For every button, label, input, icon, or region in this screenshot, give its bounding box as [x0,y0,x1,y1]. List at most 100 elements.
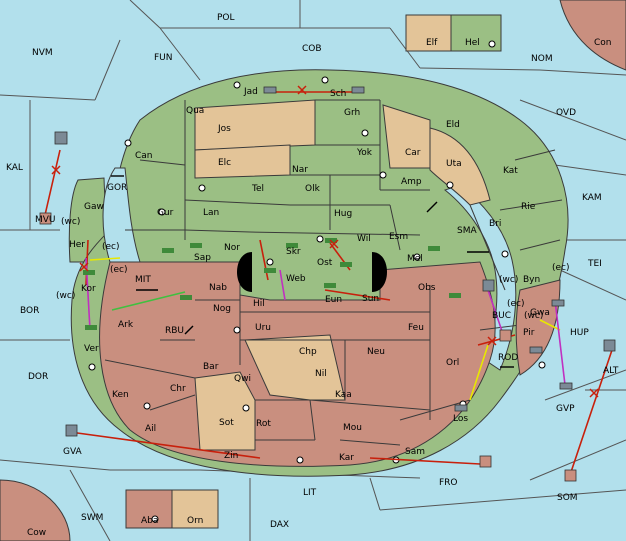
territory-elc[interactable] [194,144,291,179]
territory-gwa-pir[interactable] [515,279,561,376]
red-label-gwa-16: Gwa [530,308,550,318]
green-label-her-29: Her [69,240,85,250]
green-label-jos-5: Jos [217,124,231,134]
green-label-hug-18: Hug [334,209,352,219]
sea-label-som-24: SOM [557,493,578,503]
red-label-rot-27: Rot [256,419,271,429]
green-label-sch-1: Sch [330,89,346,99]
green-label-car-7: Car [405,148,421,158]
green-label-gaw-28: Gaw [84,202,104,212]
sea-label-gva-21: GVA [63,447,83,457]
sea-label-mit-12: MIT [135,275,151,285]
green-label-bri-20: Bri [489,219,501,229]
red-label-kar-30: Kar [339,453,354,463]
army-units [39,131,616,482]
red-label-mou-28: Mou [343,423,362,433]
sea-label-bor-14: BOR [20,306,39,316]
red-label-ver-12: Ver [84,344,99,354]
green-label-mel-26: Mel [407,254,423,264]
sea-sma-rod [443,184,517,371]
red-label-neu-14: Neu [367,347,385,357]
sea-label-mvu-11: MVU [35,215,56,225]
coast-label-ec-1: (ec) [102,242,120,252]
red-label-hil-2: Hil [253,299,265,309]
red-label-web-0: Web [286,274,306,284]
legend-label-bottom-left: Aba [141,516,158,526]
green-label-can-4: Can [135,151,153,161]
coast-label-wc-0: (wc) [61,217,80,227]
strait-east [372,252,387,292]
coast-label-wc-7: (wc) [524,311,543,321]
red-label-nab-6: Nab [209,283,227,293]
sea-label-pol-0: POL [217,13,235,23]
coast-labels: (wc) (ec) (ec) (wc) (wc) (ec) (ec) (wc) [56,217,570,321]
sea-label-dax-27: DAX [270,520,289,530]
sea-label-kal-7: KAL [6,163,23,173]
sea-label-nvm-3: NVM [32,48,53,58]
sea-label-nom-4: NOM [531,54,553,64]
red-label-kor-8: Kor [81,284,96,294]
sea-label-lit-25: LIT [303,488,317,498]
red-label-chp-13: Chp [299,347,317,357]
sea-label-rbu-16: RBU [165,326,184,336]
green-label-wil-24: Wil [357,234,371,244]
green-label-amp-13: Amp [401,177,422,187]
supply-centers [88,40,546,523]
red-label-chr-22: Chr [170,384,186,394]
province-boundaries [104,99,563,446]
sea-label-gor-8: GOR [107,183,127,193]
coast-label-ec-6: (ec) [552,263,570,273]
green-label-kat-12: Kat [503,166,518,176]
red-label-los-24: Los [453,414,468,424]
red-label-sot-26: Sot [219,418,234,428]
green-label-olk-15: Olk [305,184,321,194]
red-label-uru-10: Uru [255,323,271,333]
coast-label-wc-3: (wc) [56,291,75,301]
sea-label-alt-20: ALT [603,366,619,376]
legend-orn [171,489,219,529]
adjacency-arrows [111,175,514,368]
red-label-bar-18: Bar [203,362,219,372]
green-label-eld-6: Eld [446,120,460,130]
territory-jos[interactable] [194,99,316,151]
green-label-grh-3: Grh [344,108,360,118]
sea-label-rod-18: ROD [498,353,518,363]
sea-label-cow-28: Cow [27,528,46,538]
red-label-orl-15: Orl [446,358,459,368]
red-label-nog-7: Nog [213,304,231,314]
sea-label-fun-2: FUN [154,53,173,63]
red-label-pir-17: Pir [523,328,535,338]
red-label-zin-29: Zin [224,451,238,461]
territory-sot[interactable] [194,371,256,451]
red-label-nil-20: Nil [315,369,327,379]
green-label-yok-9: Yok [356,148,373,158]
red-label-ost-1: Ost [317,258,333,268]
sea-label-cob-1: COB [302,44,322,54]
green-label-esm-21: Esm [389,232,408,242]
legend-label-bottom-right: Orn [187,516,203,526]
coast-label-ec-5: (ec) [507,299,525,309]
red-label-qwi-19: Qwi [234,374,251,384]
red-label-ken-21: Ken [112,390,129,400]
legend-labels: Elf Hel Aba Orn [141,38,480,526]
sea-label-dor-15: DOR [28,372,48,382]
sea-label-kam-9: KAM [582,193,602,203]
coast-label-wc-4: (wc) [499,275,518,285]
sea-label-tei-10: TEI [587,259,602,269]
green-label-sap-25: Sap [194,253,211,263]
sea-label-hup-19: HUP [570,328,589,338]
coast-label-ec-2: (ec) [110,265,128,275]
red-label-ark-9: Ark [118,320,134,330]
red-label-kaa-23: Kaa [335,390,352,400]
dislodge-marks [51,85,599,398]
green-label-lan-17: Lan [203,208,219,218]
territory-chp-nil[interactable] [244,334,346,401]
red-label-obs-5: Obs [418,283,436,293]
legend-label-right: Hel [465,38,480,48]
territory-uta[interactable] [429,127,491,206]
fleet-units [263,86,573,412]
green-label-elc-8: Elc [218,158,231,168]
